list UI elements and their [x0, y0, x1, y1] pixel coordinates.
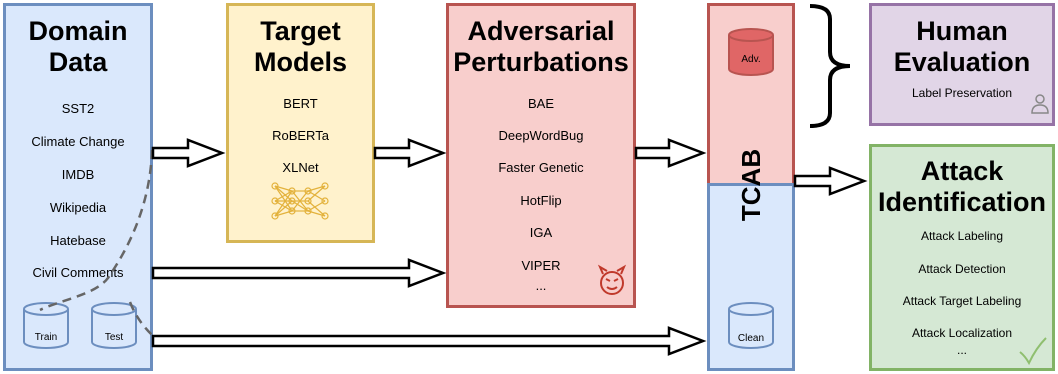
curly-brace [809, 4, 851, 128]
attack-ellipsis: ... [535, 278, 547, 293]
devil-icon [597, 264, 627, 295]
target-models-box: Target Models BERT RoBERTa XLNet [226, 3, 375, 243]
attack-ellipsis: ... [956, 343, 967, 357]
person-icon [1031, 94, 1049, 114]
clean-label: Clean [737, 333, 765, 344]
test-database-icon [91, 302, 137, 349]
train-database-icon [23, 302, 69, 349]
neural-network-icon [271, 182, 329, 220]
domain-item-imdb: IMDB [61, 167, 95, 182]
attack-target-labeling: Attack Target Labeling [902, 294, 1022, 308]
attack-bae: BAE [527, 96, 554, 111]
adv-label: Adv. [741, 54, 761, 65]
arrow-domain-to-models [151, 138, 226, 168]
target-model-xlnet: XLNet [282, 160, 319, 175]
domain-item-climate-change: Climate Change [31, 134, 125, 149]
attack-iga: IGA [529, 225, 553, 240]
target-model-bert: BERT [283, 96, 318, 111]
test-label: Test [104, 332, 124, 343]
domain-item-sst2: SST2 [61, 101, 95, 116]
attack-deepwordbug: DeepWordBug [498, 128, 584, 143]
domain-item-civil-comments: Civil Comments [32, 265, 124, 280]
arrow-models-to-adversarial [373, 138, 447, 168]
arrow-adversarial-to-tcab [634, 138, 707, 168]
attack-labeling: Attack Labeling [920, 229, 1004, 243]
attack-faster-genetic: Faster Genetic [498, 160, 584, 175]
adversarial-perturbations-box: Adversarial Perturbations BAE DeepWordBu… [446, 3, 636, 308]
human-evaluation-title: Human Evaluation [893, 16, 1031, 77]
label-preservation: Label Preservation [911, 86, 1013, 100]
attack-identification-title: Attack Identification [878, 156, 1046, 217]
adversarial-perturbations-title: Adversarial Perturbations [453, 16, 629, 77]
attack-localization: Attack Localization [911, 326, 1013, 340]
attack-viper: VIPER [521, 258, 561, 273]
domain-data-title: Domain Data [28, 16, 128, 77]
attack-hotflip: HotFlip [520, 193, 562, 208]
train-label: Train [34, 332, 58, 343]
target-model-roberta: RoBERTa [272, 128, 329, 143]
arrow-test-to-clean [151, 326, 707, 356]
human-evaluation-box: Human Evaluation Label Preservation [869, 3, 1055, 126]
arrow-domain-to-adversarial [151, 258, 447, 288]
arrow-tcab-to-attack-id [793, 166, 868, 196]
domain-item-wikipedia: Wikipedia [49, 200, 107, 215]
clean-database-icon [728, 302, 774, 349]
checkmark-icon [1019, 337, 1047, 366]
target-models-title: Target Models [253, 16, 347, 77]
attack-detection: Attack Detection [918, 262, 1006, 276]
adv-database-icon [728, 28, 774, 76]
domain-item-hatebase: Hatebase [50, 233, 106, 248]
attack-identification-box: Attack Identification Attack Labeling At… [869, 144, 1055, 371]
